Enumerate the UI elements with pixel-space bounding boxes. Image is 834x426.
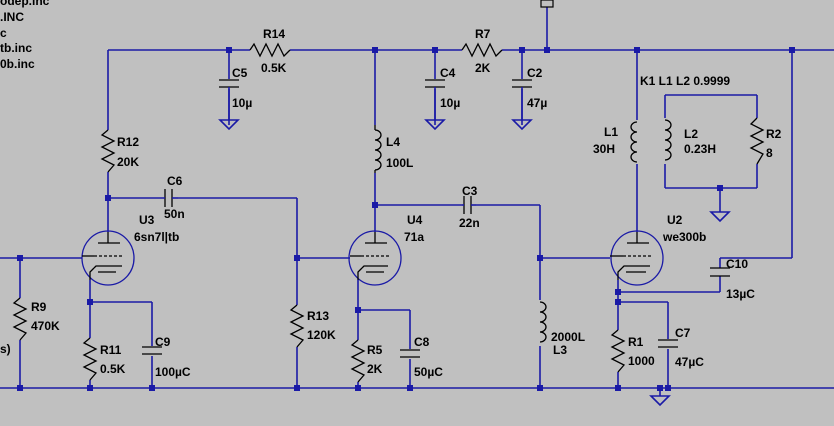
tube-u3[interactable] (81, 230, 135, 286)
value-label: 1000 (628, 354, 655, 368)
capacitor-c6[interactable] (164, 189, 178, 207)
ref-label: U4 (407, 213, 423, 227)
tube-u4[interactable] (348, 230, 402, 286)
ref-label: L4 (386, 135, 400, 149)
value-label: 10µ (440, 96, 460, 110)
value-label: 22n (459, 216, 480, 230)
value-label: 8 (766, 146, 773, 160)
ref-label: C7 (675, 326, 691, 340)
ground-symbol-main (649, 395, 671, 407)
directive-line: .INC (0, 10, 24, 24)
ref-label: C3 (462, 184, 478, 198)
ref-label: C5 (232, 66, 248, 80)
value-label: 100L (386, 156, 413, 170)
ref-label: R9 (31, 300, 47, 314)
value-label: 50n (164, 207, 185, 221)
value-label: 47µ (527, 96, 547, 110)
ref-label: R11 (100, 343, 122, 357)
inductor-l1[interactable] (630, 120, 644, 164)
value-label: 6sn7l|tb (134, 230, 179, 244)
resistor-r13[interactable] (288, 304, 306, 348)
ref-label: R12 (117, 135, 139, 149)
capacitor-c9[interactable] (141, 346, 163, 356)
tube-u2[interactable] (610, 230, 664, 286)
value-label: 0.5K (100, 362, 126, 376)
ref-label: U2 (667, 213, 683, 227)
ref-label: R13 (307, 309, 329, 323)
capacitor-c8[interactable] (399, 349, 421, 359)
ref-label: C6 (167, 174, 183, 188)
component-labels: R14 0.5K R7 2K C5 10µ C4 10µ C2 47µ R12 … (31, 27, 782, 379)
ground-symbol-c5 (218, 87, 240, 131)
value-label: 13µC (726, 287, 755, 301)
value-label: 2K (367, 362, 383, 376)
resistor-r14[interactable] (249, 42, 291, 58)
ref-label: C10 (726, 257, 748, 271)
ref-label: C4 (440, 66, 456, 80)
ground-symbol-c4 (424, 87, 446, 131)
capacitor-c7[interactable] (657, 339, 679, 349)
value-label: 470K (31, 319, 60, 333)
ground-symbol-c2 (511, 87, 533, 131)
value-label: 71a (404, 230, 424, 244)
inductor-l4[interactable] (368, 125, 382, 173)
resistor-r2[interactable] (748, 117, 766, 165)
directive-line: odep.inc (0, 0, 50, 8)
resistor-r9[interactable] (11, 297, 29, 341)
value-label: 2000L (551, 330, 585, 344)
spice-directives: odep.inc .INC c tb.inc 0b.inc K1 L1 L2 0… (0, 0, 730, 356)
value-label: we300b (662, 230, 706, 244)
ref-label: C9 (155, 335, 171, 349)
ref-label: R1 (628, 335, 644, 349)
value-label: 100µC (155, 365, 191, 379)
value-label: 0.23H (684, 142, 716, 156)
junction-dots (17, 47, 795, 391)
ref-label: R14 (263, 27, 285, 41)
directive-line: 0b.inc (0, 57, 35, 71)
inductor-l2[interactable] (658, 118, 672, 164)
value-label: 20K (117, 155, 139, 169)
capacitor-c3[interactable] (462, 196, 476, 214)
resistor-r7[interactable] (461, 42, 503, 58)
ground-symbol-secondary (709, 211, 731, 223)
ref-label: R5 (367, 343, 383, 357)
ref-label: L3 (553, 343, 567, 357)
resistor-r11[interactable] (81, 337, 99, 381)
ref-label: C2 (527, 66, 543, 80)
resistor-r12[interactable] (99, 129, 117, 173)
left-edge-fragment: s) (0, 342, 11, 356)
directive-line: c (0, 26, 7, 40)
ref-label: R2 (766, 127, 782, 141)
capacitor-c10[interactable] (710, 267, 730, 277)
value-label: 47µC (675, 355, 704, 369)
ref-label: U3 (139, 213, 155, 227)
ref-label: R7 (475, 27, 491, 41)
value-label: 10µ (232, 96, 252, 110)
value-label: 2K (475, 61, 491, 75)
value-label: 120K (307, 328, 336, 342)
resistor-r1[interactable] (609, 329, 627, 373)
inductor-l3[interactable] (533, 300, 547, 346)
directive-line: tb.inc (0, 41, 32, 55)
value-label: 50µC (414, 365, 443, 379)
coupling-directive: K1 L1 L2 0.9999 (640, 74, 730, 88)
ref-label: L2 (684, 127, 698, 141)
value-label: 30H (593, 142, 615, 156)
value-label: 0.5K (261, 61, 287, 75)
ref-label: L1 (604, 125, 618, 139)
top-connector (540, 0, 554, 8)
ref-label: C8 (414, 335, 430, 349)
resistor-r5[interactable] (349, 339, 367, 383)
